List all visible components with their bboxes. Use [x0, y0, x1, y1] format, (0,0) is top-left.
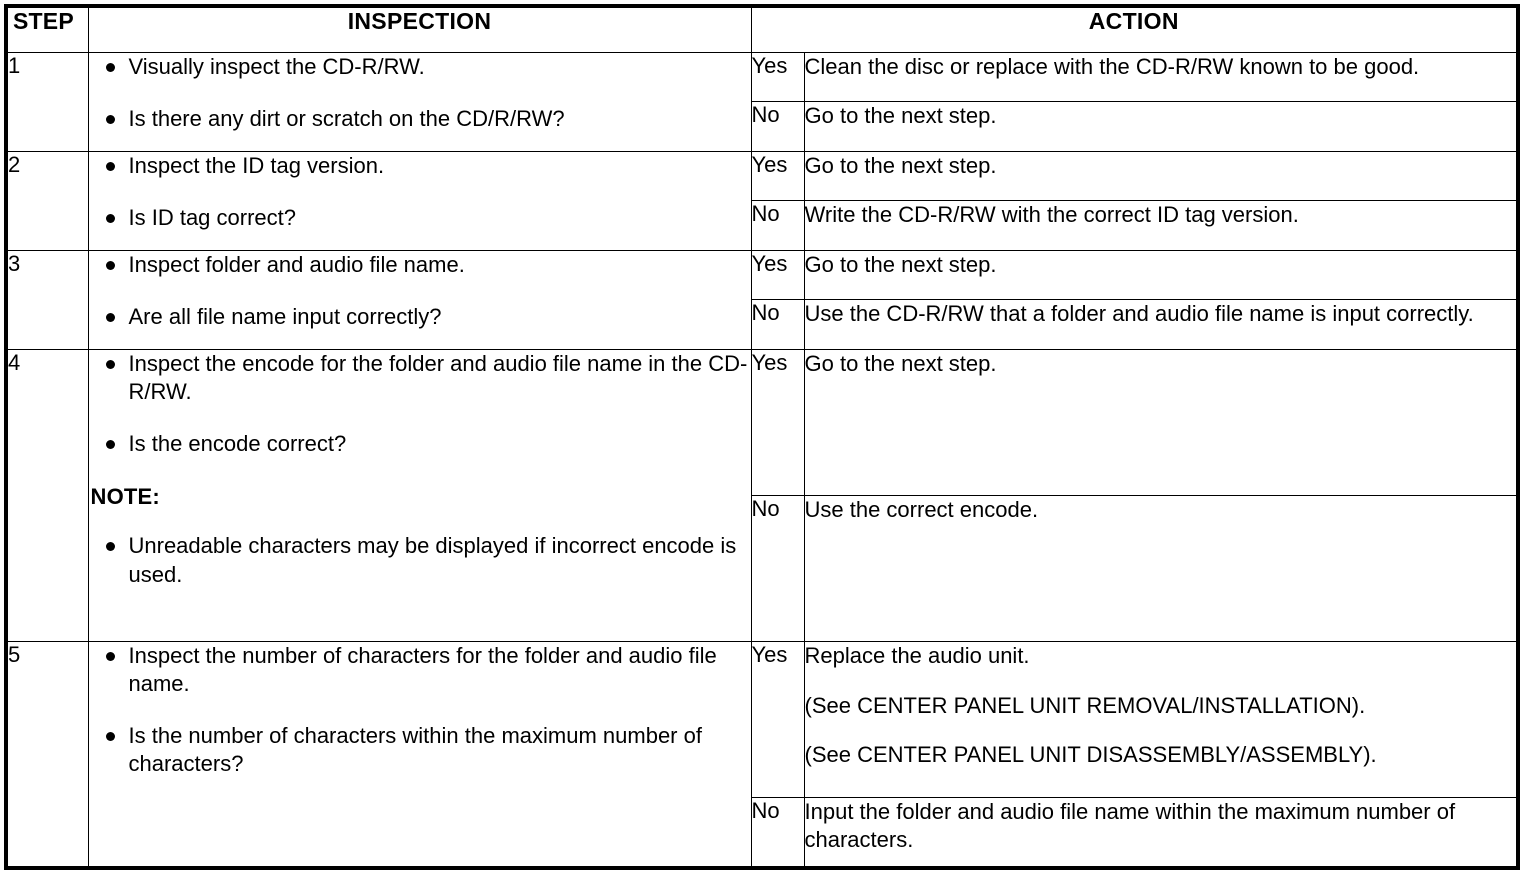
action-cell-yes: Go to the next step. [803, 150, 1519, 202]
troubleshooting-table: STEP INSPECTION ACTION 1 Visually inspec… [4, 4, 1520, 870]
list-item: Is the encode correct? [89, 430, 751, 458]
action-text: Replace the audio unit. [804, 642, 1030, 668]
step-number: 1 [5, 52, 89, 152]
inspection-cell: Inspect the ID tag version. Is ID tag co… [87, 150, 752, 251]
answer-label-no: No [750, 200, 805, 251]
list-item: Inspect the encode for the folder and au… [89, 350, 751, 406]
answer-label-yes: Yes [750, 640, 805, 798]
table-row: 3 Inspect folder and audio file name. Ar… [5, 249, 1519, 350]
action-cell-no: Use the CD-R/RW that a folder and audio … [803, 299, 1519, 350]
table-row: No Input the folder and audio file name … [6, 796, 1519, 869]
action-cell-yes: Go to the next step. [803, 249, 1519, 301]
answer-label-no: No [750, 101, 805, 152]
step-number: 5 [5, 640, 89, 869]
note-label: NOTE: [90, 484, 160, 510]
action-text: Go to the next step. [804, 103, 997, 129]
table-row: No Use the CD-R/RW that a folder and aud… [6, 299, 1519, 350]
inspection-cell: Inspect folder and audio file name. Are … [87, 249, 752, 350]
inspection-bullet-list: Inspect the number of characters for the… [89, 642, 751, 779]
table-row: 1 Visually inspect the CD-R/RW. Is there… [5, 51, 1519, 152]
list-item: Inspect folder and audio file name. [89, 251, 751, 279]
list-item: Inspect the number of characters for the… [89, 642, 751, 698]
answer-label-yes: Yes [750, 249, 805, 301]
action-cell-no: Input the folder and audio file name wit… [803, 796, 1519, 869]
action-reference: (See CENTER PANEL UNIT DISASSEMBLY/ASSEM… [804, 742, 1377, 768]
table-header-row: STEP INSPECTION ACTION [5, 5, 1519, 53]
answer-label-yes: Yes [750, 150, 805, 202]
inspection-bullet-list: Visually inspect the CD-R/RW. Is there a… [89, 53, 751, 133]
inspection-cell: Inspect the encode for the folder and au… [87, 348, 752, 642]
answer-label-no: No [750, 796, 805, 869]
step-number: 3 [5, 249, 89, 350]
action-cell-yes: Go to the next step. [803, 348, 1519, 496]
table-row: No Use the correct encode. [6, 494, 1519, 642]
inspection-cell: Visually inspect the CD-R/RW. Is there a… [87, 52, 752, 152]
column-header-inspection: INSPECTION [87, 5, 752, 53]
action-text: Go to the next step. [804, 251, 997, 277]
action-text: Go to the next step. [804, 350, 997, 376]
action-text: Use the CD-R/RW that a folder and audio … [804, 301, 1474, 327]
table-row: No Write the CD-R/RW with the correct ID… [6, 200, 1519, 251]
table-row: 5 Inspect the number of characters for t… [5, 640, 1519, 869]
list-item: Unreadable characters may be displayed i… [89, 532, 751, 588]
answer-label-yes: Yes [750, 51, 805, 103]
action-cell-yes: Replace the audio unit. (See CENTER PANE… [803, 640, 1519, 798]
action-reference: (See CENTER PANEL UNIT REMOVAL/INSTALLAT… [804, 692, 1366, 718]
table-row: 4 Inspect the encode for the folder and … [5, 348, 1519, 642]
step-number: 4 [5, 348, 89, 642]
inspection-cell: Inspect the number of characters for the… [87, 640, 752, 869]
list-item: Is ID tag correct? [89, 204, 751, 232]
action-text: Input the folder and audio file name wit… [804, 798, 1456, 852]
action-text: Go to the next step. [804, 152, 997, 178]
table-row: No Go to the next step. [6, 101, 1519, 152]
list-item: Are all file name input correctly? [89, 303, 751, 331]
column-header-step: STEP [5, 5, 89, 53]
inspection-bullet-list: Inspect folder and audio file name. Are … [89, 251, 751, 331]
action-cell-no: Go to the next step. [803, 101, 1519, 152]
step-number: 2 [5, 150, 89, 251]
action-cell-yes: Clean the disc or replace with the CD-R/… [803, 51, 1519, 103]
action-text: Write the CD-R/RW with the correct ID ta… [804, 202, 1299, 228]
list-item: Inspect the ID tag version. [89, 152, 751, 180]
answer-label-yes: Yes [750, 348, 805, 496]
action-cell-no: Write the CD-R/RW with the correct ID ta… [803, 200, 1519, 251]
inspection-bullet-list: Inspect the ID tag version. Is ID tag co… [89, 152, 751, 232]
list-item: Is there any dirt or scratch on the CD/R… [89, 105, 751, 133]
answer-label-no: No [750, 299, 805, 350]
inspection-bullet-list: Inspect the encode for the folder and au… [89, 350, 751, 458]
note-bullet-list: Unreadable characters may be displayed i… [89, 532, 751, 588]
action-text: Use the correct encode. [804, 496, 1039, 522]
action-text: Clean the disc or replace with the CD-R/… [804, 54, 1420, 79]
answer-label-no: No [750, 494, 805, 642]
list-item: Visually inspect the CD-R/RW. [89, 53, 751, 81]
column-header-action: ACTION [750, 5, 1519, 53]
list-item: Is the number of characters within the m… [89, 722, 751, 778]
table-row: 2 Inspect the ID tag version. Is ID tag … [5, 150, 1519, 251]
action-cell-no: Use the correct encode. [803, 494, 1519, 642]
